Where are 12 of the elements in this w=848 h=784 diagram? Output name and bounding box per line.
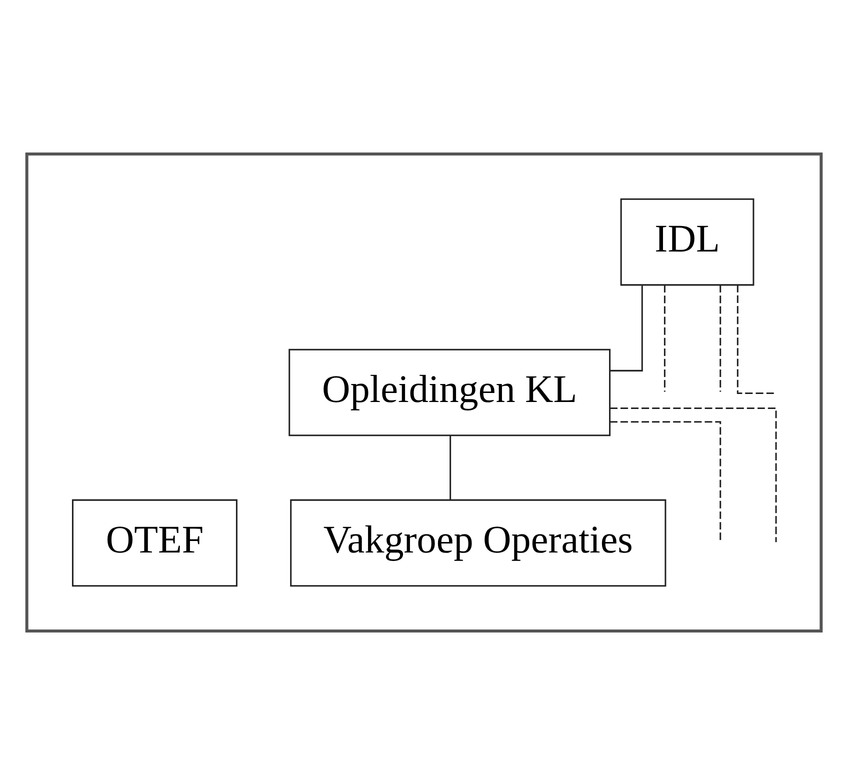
node-box: Vakgroep Operaties [290, 498, 666, 586]
connector [664, 284, 666, 392]
node-box: IDL [620, 198, 754, 286]
connector [720, 284, 722, 392]
connector [610, 407, 777, 542]
connector [610, 285, 643, 371]
connector [610, 420, 722, 542]
connector [450, 435, 452, 500]
node-box: OTEF [72, 498, 238, 586]
node-box: Opleidingen KL [288, 348, 611, 436]
cluster [25, 152, 823, 632]
connector [736, 284, 776, 394]
